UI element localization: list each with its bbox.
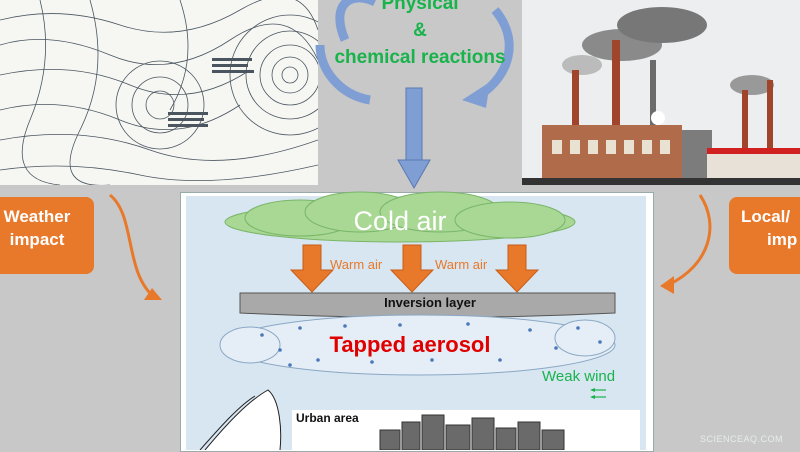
- local-curved-arrow: [667, 194, 712, 287]
- weather-map-image: [0, 0, 318, 185]
- local-impact-line-1: Local/: [741, 207, 791, 226]
- warm-air-arrow-right: [494, 244, 540, 293]
- inversion-layer-label: Inversion layer: [384, 295, 476, 310]
- aerosol-cloud: [219, 314, 616, 376]
- mountain-outline-inner: [199, 395, 256, 450]
- down-arrow-shaft: [405, 87, 423, 161]
- watermark: SCIENCEAQ.COM: [700, 434, 784, 444]
- weak-wind-label: Weak wind: [542, 368, 616, 385]
- weather-map-graphic: [0, 0, 318, 185]
- reactions-line-2: &: [413, 20, 427, 41]
- weather-impact-box: Weather impact: [0, 197, 94, 274]
- factory-graphic: [522, 7, 800, 185]
- trapped-aerosol-label: Tapped aerosol: [329, 332, 491, 357]
- aerosol-particles: [260, 322, 602, 367]
- warm-air-label-right: Warm air: [435, 257, 488, 272]
- wind-arrow-head-2: [590, 395, 595, 399]
- factory-image: [522, 0, 800, 185]
- down-arrow-head: [397, 159, 431, 190]
- weather-impact-line-1: Weather: [3, 207, 71, 226]
- city-buildings: [379, 414, 565, 450]
- weather-curved-arrow: [109, 193, 154, 297]
- warm-air-arrow-left: [289, 244, 335, 293]
- mountain-outline: [204, 389, 282, 450]
- local-curved-arrow-head: [660, 276, 674, 294]
- reactions-line-3: chemical reactions: [334, 47, 506, 68]
- weather-curved-arrow-head: [144, 288, 162, 300]
- reactions-label: Physical & chemical reactions: [318, 0, 522, 71]
- urban-area-label: Urban area: [296, 411, 359, 425]
- local-impact-box: Local/ imp: [729, 197, 800, 274]
- cycle-arrow-left: [335, 0, 376, 42]
- warm-air-arrow-middle: [389, 244, 435, 293]
- cold-air-label: Cold air: [353, 206, 447, 236]
- reactions-line-1: Physical: [381, 0, 459, 14]
- warm-air-label-left: Warm air: [330, 257, 383, 272]
- local-impact-line-2: imp: [767, 230, 798, 249]
- weather-impact-line-2: impact: [9, 230, 65, 249]
- cycle-arrow-right-head: [462, 82, 490, 108]
- wind-arrow-head-1: [590, 388, 595, 392]
- cycle-arrow-lower-left: [315, 44, 371, 105]
- cold-air-cloud: [224, 191, 576, 243]
